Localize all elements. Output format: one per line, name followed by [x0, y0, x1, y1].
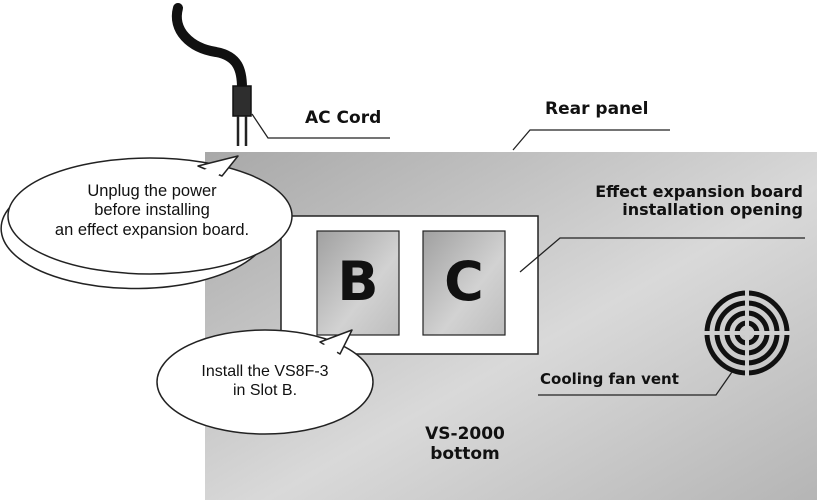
callout-power-text: Unplug the power before installing an ef…	[18, 182, 286, 240]
fan-vent-gaps	[704, 290, 790, 376]
ac-cord-label: AC Cord	[305, 108, 382, 128]
slot-c	[422, 230, 506, 336]
leader-opening	[519, 237, 805, 273]
slot-b	[316, 230, 400, 336]
leader-fan	[538, 371, 733, 396]
cooling-fan-label: Cooling fan vent	[540, 370, 679, 388]
opening-label-line1: Effect expansion board	[595, 182, 803, 201]
callout-power-line1: Unplug the power	[87, 182, 217, 200]
slot-c-label: C	[444, 250, 484, 313]
callout-install-line1: Install the VS8F-3	[201, 363, 329, 380]
callout-power-line2: before installing	[94, 201, 210, 220]
callout-power-line3: an effect expansion board.	[54, 220, 250, 239]
callout-install-line2: in Slot B.	[232, 381, 298, 399]
callout-power-tail-cover	[203, 162, 228, 176]
opening-label: Effect expansion board installation open…	[548, 182, 803, 220]
callout-install-text: Install the VS8F-3 in Slot B.	[165, 363, 365, 401]
rear-panel-label: Rear panel	[545, 99, 649, 119]
model-label-line2: bottom	[430, 443, 500, 464]
callout-install-tail-cover	[318, 336, 346, 356]
ac-cord-icon	[171, 3, 247, 93]
callout-install-shape	[156, 329, 374, 435]
slot-b-label: B	[337, 250, 379, 313]
model-label-line1: VS-2000	[425, 424, 505, 444]
leader-rear-panel	[512, 129, 670, 151]
ac-plug-icon	[232, 85, 252, 117]
callout-power-shape	[7, 157, 293, 275]
model-label: VS-2000 bottom	[405, 424, 525, 464]
opening-label-line2: installation opening	[622, 200, 803, 220]
leader-ac-cord	[251, 113, 390, 139]
